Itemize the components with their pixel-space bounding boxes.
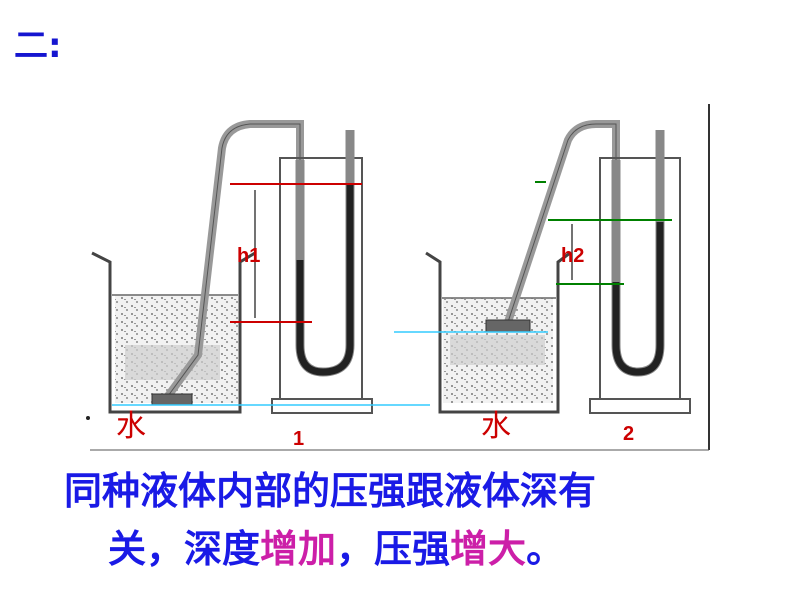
highlight-pressure-increase: 增大 <box>450 527 527 571</box>
conclusion-part-3: 。 <box>526 527 565 571</box>
left-u-tube <box>295 130 355 377</box>
left-connecting-tube <box>164 120 304 399</box>
pressure-experiment-diagram: h1 水 1 h2 水 2 <box>86 104 710 451</box>
right-connecting-tube <box>503 120 620 327</box>
left-beaker <box>91 251 256 414</box>
right-setup-number: 2 <box>623 423 634 445</box>
right-probe <box>485 319 531 333</box>
section-heading: 二: <box>14 26 62 66</box>
conclusion-line-2: 关，深度增加，压强增大。 <box>0 520 794 578</box>
left-setup-number: 1 <box>293 428 304 450</box>
right-water-label: 水 <box>481 409 511 444</box>
right-u-tube-stand <box>589 157 691 414</box>
conclusion-part-1: 关，深度 <box>108 527 261 571</box>
conclusion-line-1: 同种液体内部的压强跟液体深有 <box>64 469 597 513</box>
left-probe <box>151 393 193 406</box>
conclusion-part-2: ，压强 <box>336 527 451 571</box>
left-u-tube-stand <box>271 157 373 414</box>
small-dot <box>86 416 90 420</box>
highlight-depth-increase: 增加 <box>260 527 337 571</box>
conclusion-text: 同种液体内部的压强跟液体深有 关，深度增加，压强增大。 <box>0 462 794 578</box>
h2-label: h2 <box>561 245 584 267</box>
right-beaker <box>425 251 571 414</box>
h1-label: h1 <box>237 245 260 267</box>
right-u-tube <box>611 130 665 377</box>
left-water-label: 水 <box>116 409 146 444</box>
